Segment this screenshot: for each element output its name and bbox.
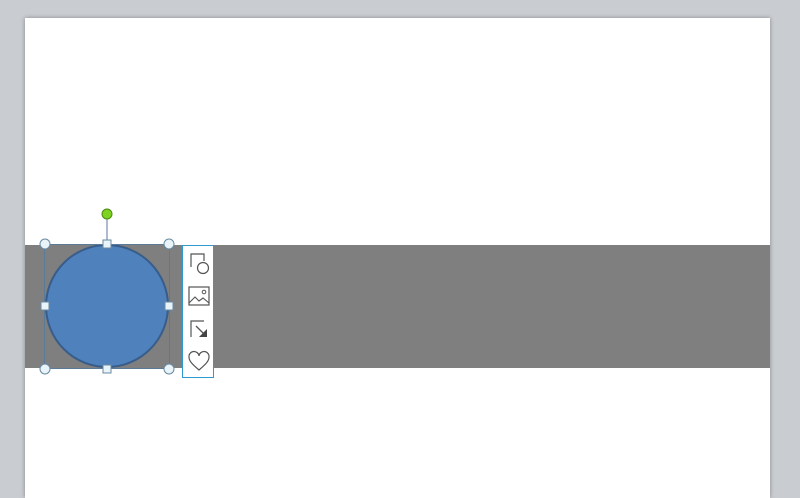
layout-options-toolbar bbox=[182, 245, 214, 378]
resize-arrow-icon[interactable] bbox=[187, 317, 211, 341]
resize-handle-ne[interactable] bbox=[163, 238, 175, 250]
resize-handle-sw[interactable] bbox=[39, 363, 51, 375]
circle-shape[interactable] bbox=[45, 244, 169, 368]
selected-circle-shape[interactable] bbox=[0, 0, 800, 488]
resize-handle-w[interactable] bbox=[40, 301, 50, 311]
rotation-handle[interactable] bbox=[101, 208, 113, 220]
resize-handle-nw[interactable] bbox=[39, 238, 51, 250]
resize-handle-s[interactable] bbox=[102, 364, 112, 374]
resize-handle-e[interactable] bbox=[164, 301, 174, 311]
shapes-icon[interactable] bbox=[187, 251, 211, 275]
heart-icon[interactable] bbox=[187, 349, 211, 373]
resize-handle-n[interactable] bbox=[102, 239, 112, 249]
picture-icon[interactable] bbox=[187, 284, 211, 308]
resize-handle-se[interactable] bbox=[163, 363, 175, 375]
